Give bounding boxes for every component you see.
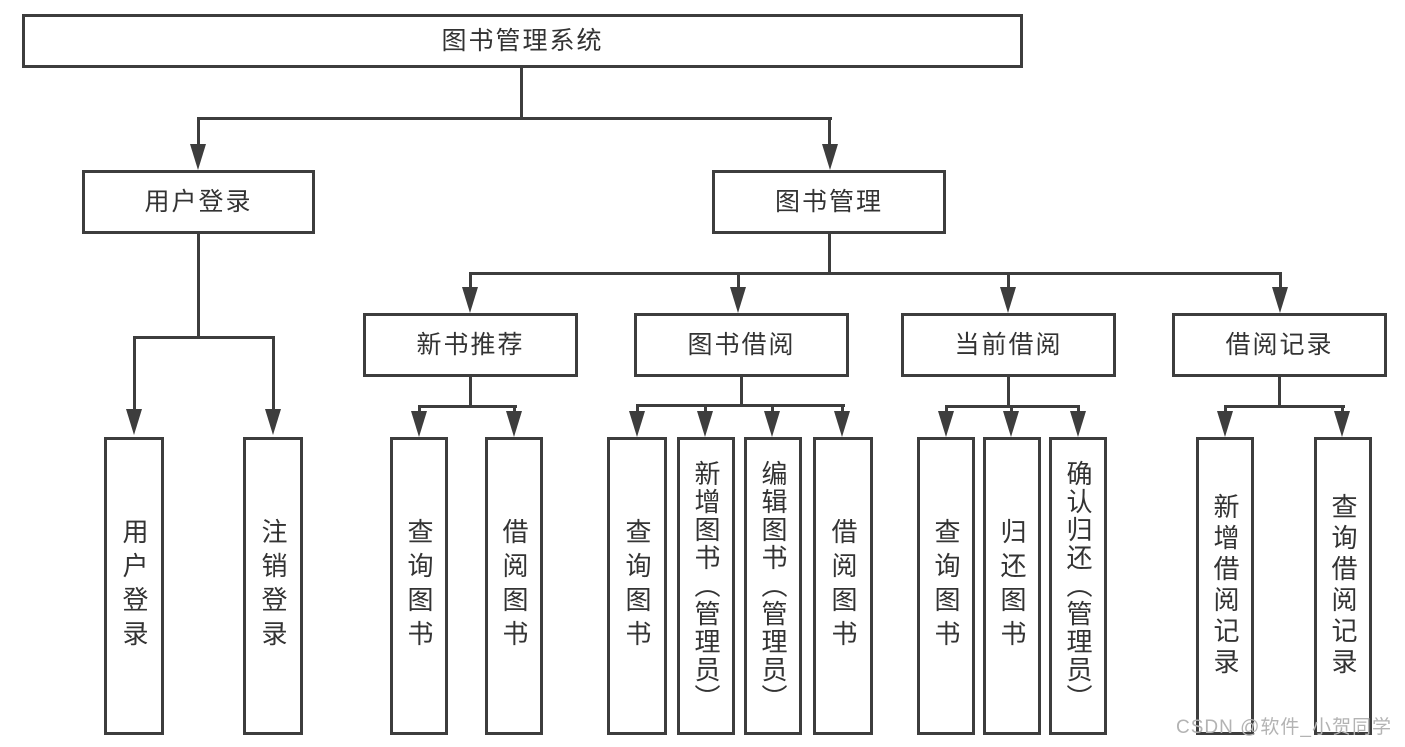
node-user-login-label: 用户登录	[144, 187, 253, 216]
connector-stem	[1224, 405, 1227, 413]
node-borrowing-records: 借阅记录	[1172, 313, 1387, 377]
node-leaf-br-query-record: 查询借阅记录	[1314, 437, 1372, 735]
connector-nbr-vline	[469, 377, 472, 408]
node-leaf-bb-query-books-label: 查询图书	[622, 518, 652, 654]
arrow-down-icon	[265, 409, 281, 435]
node-current-borrowing-label: 当前借阅	[954, 330, 1063, 359]
arrow-down-icon	[411, 411, 427, 437]
connector-root-vline	[520, 66, 523, 120]
connector-stem	[1007, 272, 1010, 289]
connector-stem	[513, 405, 516, 413]
node-leaf-bb-edit-books: 编辑图书（管理员）	[744, 437, 802, 735]
connector-stem	[771, 404, 774, 413]
watermark-text: CSDN @软件_小贺同学	[1176, 717, 1392, 738]
connector-br-vline	[1278, 377, 1281, 408]
node-leaf-bb-edit-books-label: 编辑图书（管理员）	[758, 460, 788, 712]
connector-stem	[945, 405, 948, 413]
connector-stem	[1077, 405, 1080, 413]
connector-stem	[469, 272, 472, 289]
node-book-management: 图书管理	[712, 170, 946, 234]
connector-stem	[704, 404, 707, 413]
node-user-login: 用户登录	[82, 170, 315, 234]
node-leaf-cb-confirm-return-label: 确认归还（管理员）	[1063, 460, 1093, 712]
arrow-down-icon	[1000, 287, 1016, 313]
connector-cb-vline	[1007, 377, 1010, 408]
node-leaf-nb-borrow-books: 借阅图书	[485, 437, 543, 735]
arrow-down-icon	[764, 411, 780, 437]
arrow-down-icon	[1217, 411, 1233, 437]
arrow-down-icon	[730, 287, 746, 313]
node-leaf-nb-query-books: 查询图书	[390, 437, 448, 735]
arrow-down-icon	[506, 411, 522, 437]
node-leaf-user-login-label: 用户登录	[119, 518, 149, 654]
arrow-down-icon	[1003, 411, 1019, 437]
connector-br-hline	[1224, 405, 1345, 408]
node-new-book-recommend: 新书推荐	[363, 313, 578, 377]
connector-bb-hline	[637, 404, 845, 407]
connector-stem	[272, 336, 275, 410]
connector-stem	[1279, 272, 1282, 289]
connector-stem	[841, 404, 844, 413]
arrow-down-icon	[938, 411, 954, 437]
node-leaf-cb-return-books: 归还图书	[983, 437, 1041, 735]
node-leaf-bb-add-books-label: 新增图书（管理员）	[691, 460, 721, 712]
connector-stem	[133, 336, 136, 410]
node-leaf-cb-confirm-return: 确认归还（管理员）	[1049, 437, 1107, 735]
connector-stem	[1010, 405, 1013, 413]
node-root-label: 图书管理系统	[441, 26, 604, 55]
node-book-management-label: 图书管理	[774, 187, 883, 216]
node-book-borrowing: 图书借阅	[634, 313, 849, 377]
node-leaf-logout: 注销登录	[243, 437, 303, 735]
node-leaf-bb-borrow-books: 借阅图书	[813, 437, 873, 735]
node-leaf-br-query-record-label: 查询借阅记录	[1328, 493, 1358, 679]
node-new-book-recommend-label: 新书推荐	[416, 330, 525, 359]
arrow-down-icon	[1334, 411, 1350, 437]
connector-stem	[418, 405, 421, 413]
connector-stem	[1341, 405, 1344, 413]
connector-stem	[828, 117, 831, 146]
arrow-down-icon	[629, 411, 645, 437]
node-root: 图书管理系统	[22, 14, 1023, 68]
node-borrowing-records-label: 借阅记录	[1225, 330, 1334, 359]
node-leaf-cb-query-books-label: 查询图书	[931, 518, 961, 654]
arrow-down-icon	[834, 411, 850, 437]
connector-userlogin-hline	[133, 336, 275, 339]
arrow-down-icon	[126, 409, 142, 435]
node-leaf-cb-return-books-label: 归还图书	[997, 518, 1027, 654]
node-leaf-br-add-record: 新增借阅记录	[1196, 437, 1254, 735]
node-leaf-bb-add-books: 新增图书（管理员）	[677, 437, 735, 735]
arrow-down-icon	[462, 287, 478, 313]
node-leaf-br-add-record-label: 新增借阅记录	[1210, 493, 1240, 679]
node-leaf-user-login: 用户登录	[104, 437, 164, 735]
arrow-down-icon	[822, 144, 838, 170]
node-leaf-bb-query-books: 查询图书	[607, 437, 667, 735]
connector-stem	[197, 117, 200, 146]
connector-userlogin-vline	[197, 234, 200, 339]
connector-stem	[636, 404, 639, 413]
arrow-down-icon	[190, 144, 206, 170]
connector-bb-vline	[740, 377, 743, 407]
node-leaf-nb-query-books-label: 查询图书	[404, 518, 434, 654]
connector-nbr-hline	[418, 405, 517, 408]
node-book-borrowing-label: 图书借阅	[687, 330, 796, 359]
connector-stem	[737, 272, 740, 289]
node-current-borrowing: 当前借阅	[901, 313, 1116, 377]
node-leaf-cb-query-books: 查询图书	[917, 437, 975, 735]
node-leaf-logout-label: 注销登录	[258, 518, 288, 654]
node-leaf-bb-borrow-books-label: 借阅图书	[828, 518, 858, 654]
arrow-down-icon	[1070, 411, 1086, 437]
node-leaf-nb-borrow-books-label: 借阅图书	[499, 518, 529, 654]
connector-root-hline	[197, 117, 832, 120]
arrow-down-icon	[1272, 287, 1288, 313]
arrow-down-icon	[697, 411, 713, 437]
connector-bookmgmt-vline	[828, 234, 831, 275]
connector-bookmgmt-hline	[469, 272, 1282, 275]
